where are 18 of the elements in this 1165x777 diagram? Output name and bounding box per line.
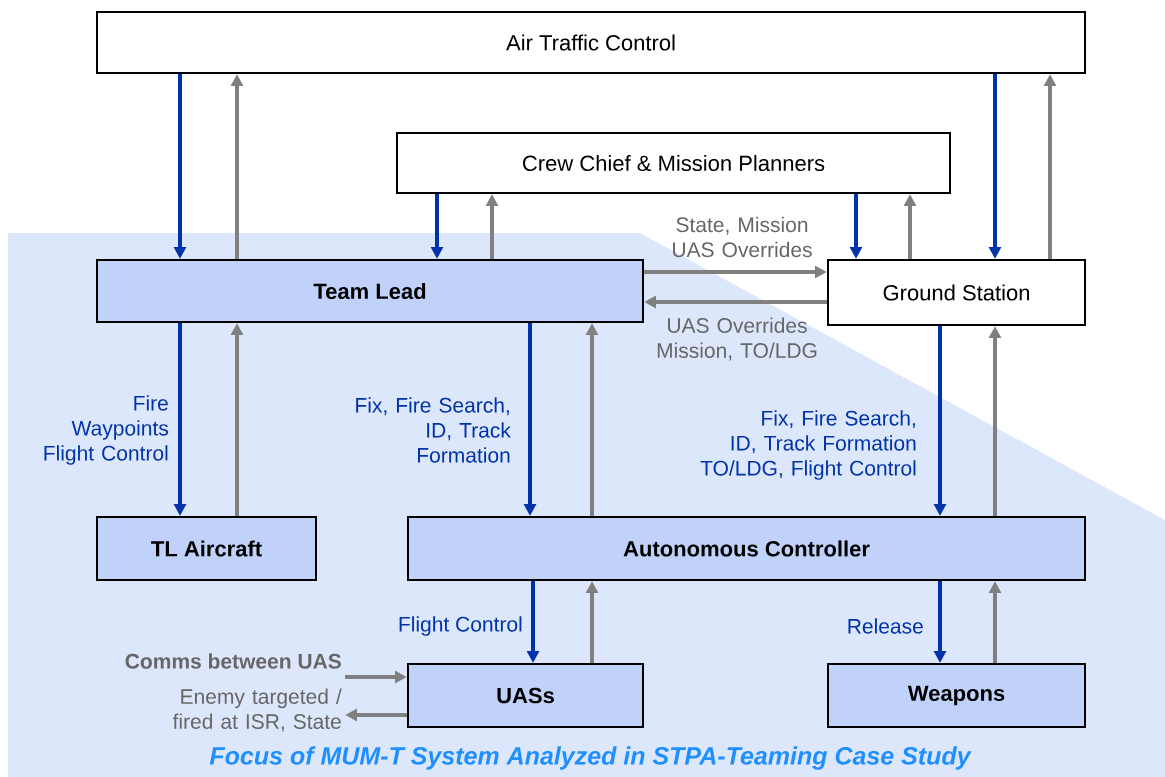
edge-label: Flight Control xyxy=(399,616,522,636)
system-box: Weapons xyxy=(827,663,1086,728)
edge-label: Release xyxy=(848,618,923,634)
system-box: Team Lead xyxy=(96,259,644,323)
edge-label: UAS Overrides Mission, TO/LDG xyxy=(657,317,817,361)
controller-box: Crew Chief & Mission Planners xyxy=(396,132,951,194)
caption: Focus of MUM-T System Analyzed in STPA-Teaming Case Study xyxy=(209,746,972,770)
edge-label: Fix, Fire Search, ID, Track Formation TO/LDG, Flight Control xyxy=(700,410,916,480)
controller-box: Air Traffic Control xyxy=(96,11,1086,74)
edge-label: State, Mission UAS Overrides xyxy=(673,216,812,258)
edge-label: Fire Waypoints Flight Control xyxy=(44,395,169,465)
system-box: Autonomous Controller xyxy=(407,516,1086,581)
system-box: TL Aircraft xyxy=(96,516,317,581)
edge-label: Comms between UAS xyxy=(125,653,341,669)
edge-label: Fix, Fire Search, ID, Track Formation xyxy=(356,397,511,463)
edge-label: Enemy targeted / fired at ISR, State xyxy=(172,688,342,732)
system-box: UASs xyxy=(407,663,644,728)
controller-box: Ground Station xyxy=(827,259,1086,326)
